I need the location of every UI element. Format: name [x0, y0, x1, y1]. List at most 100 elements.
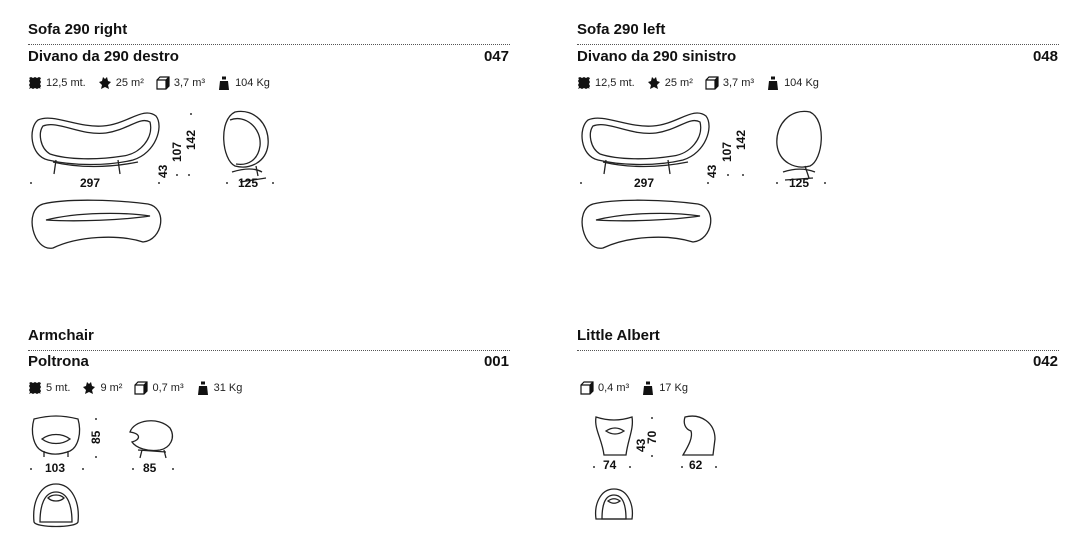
armchair-side-drawing [129, 420, 174, 459]
dimension-marker-dot [681, 466, 683, 468]
dimension-marker-dot [707, 182, 709, 184]
product-subtitle: Poltrona [28, 353, 89, 370]
sofa-side-drawing [223, 110, 269, 183]
fabric-value: 12,5 mt. [595, 77, 635, 89]
dimension-marker-dot [651, 417, 653, 419]
divider [28, 44, 510, 45]
dimension-marker-dot [95, 456, 97, 458]
dimension-marker-dot [30, 468, 32, 470]
volume-icon [156, 76, 170, 90]
dim-width: 103 [45, 461, 66, 475]
product-code: 001 [483, 353, 509, 370]
leather-icon [647, 76, 661, 90]
sofa-top-drawing [581, 199, 712, 249]
weight-value: 31 Kg [213, 382, 243, 394]
weight-icon [766, 76, 780, 90]
dimension-marker-dot [30, 182, 32, 184]
weight-icon [641, 381, 655, 395]
volume-value: 0,7 m³ [152, 382, 184, 394]
dimension-marker-dot [172, 468, 174, 470]
spec-row: 0,4 m³ 17 Kg [580, 381, 696, 395]
fabric-icon [577, 76, 591, 90]
dim-seat-height: 43 [156, 164, 170, 178]
volume-icon [705, 76, 719, 90]
spec-row: 12,5 mt. 25 m² 3,7 m³ 104 Kg [28, 76, 278, 90]
dimension-marker-dot [629, 466, 631, 468]
weight-value: 17 Kg [659, 382, 688, 394]
sofa-side-drawing [776, 110, 822, 181]
product-code: 042 [1032, 353, 1058, 370]
product-code: 047 [483, 48, 509, 65]
dim-width: 74 [603, 458, 617, 472]
leather-value: 25 m² [115, 77, 144, 89]
armchair-top-drawing [33, 483, 79, 528]
dim-height: 142 [184, 129, 198, 150]
divider [577, 44, 1059, 45]
dimension-marker-dot [580, 182, 582, 184]
dimension-marker-dot [132, 468, 134, 470]
product-subtitle: Divano da 290 sinistro [577, 48, 737, 65]
sofa-front-drawing [31, 112, 160, 175]
dimension-marker-dot [715, 466, 717, 468]
product-subtitle: Divano da 290 destro [28, 48, 179, 65]
divider [28, 350, 510, 351]
little-albert-side-drawing [681, 415, 716, 456]
weight-icon [196, 381, 210, 395]
sofa-front-drawing [581, 112, 710, 175]
dimension-marker-dot [226, 182, 228, 184]
dim-depth: 125 [789, 176, 810, 190]
dim-height: 85 [89, 430, 103, 444]
volume-value: 3,7 m³ [722, 77, 755, 89]
volume-icon [134, 381, 148, 395]
dim-height: 142 [734, 129, 748, 150]
dimension-marker-dot [742, 174, 744, 176]
fabric-icon [28, 76, 42, 90]
leather-icon [98, 76, 112, 90]
dim-width: 297 [634, 176, 655, 190]
dimension-marker-dot [593, 466, 595, 468]
dimension-marker-dot [824, 182, 826, 184]
product-title: Armchair [28, 327, 94, 344]
dimension-marker-dot [651, 455, 653, 457]
fabric-value: 5 mt. [46, 382, 71, 394]
dimension-marker-dot [776, 182, 778, 184]
product-title: Sofa 290 right [28, 21, 128, 38]
armchair-front-drawing [31, 415, 81, 457]
little-albert-front-drawing [595, 416, 634, 456]
product-title: Sofa 290 left [577, 21, 666, 38]
fabric-value: 12,5 mt. [46, 77, 86, 89]
dim-width: 297 [80, 176, 101, 190]
volume-icon [580, 381, 594, 395]
dimension-marker-dot [82, 468, 84, 470]
product-title: Little Albert [577, 327, 660, 344]
dim-depth: 85 [143, 461, 157, 475]
dimension-marker-dot [727, 174, 729, 176]
volume-value: 0,4 m³ [598, 382, 630, 394]
dim-height: 70 [645, 430, 659, 444]
spec-row: 5 mt. 9 m² 0,7 m³ 31 Kg [28, 381, 250, 395]
weight-value: 104 Kg [235, 77, 270, 89]
fabric-icon [28, 381, 42, 395]
dimension-marker-dot [190, 113, 192, 115]
product-code: 048 [1032, 48, 1058, 65]
divider [577, 350, 1059, 351]
dim-arm-height: 107 [720, 141, 734, 162]
dimension-marker-dot [95, 418, 97, 420]
dimension-marker-dot [158, 182, 160, 184]
spec-row: 12,5 mt. 25 m² 3,7 m³ 104 Kg [577, 76, 827, 90]
leather-value: 25 m² [664, 77, 693, 89]
little-albert-top-drawing [594, 488, 634, 520]
leather-value: 9 m² [100, 382, 123, 394]
dim-seat-height: 43 [705, 164, 719, 178]
dimension-marker-dot [272, 182, 274, 184]
sofa-top-drawing [31, 199, 162, 249]
dim-depth: 62 [689, 458, 703, 472]
weight-icon [217, 76, 231, 90]
leather-icon [82, 381, 96, 395]
dim-arm-height: 107 [170, 141, 184, 162]
dimension-marker-dot [188, 174, 190, 176]
volume-value: 3,7 m³ [173, 77, 206, 89]
dimension-marker-dot [176, 174, 178, 176]
weight-value: 104 Kg [784, 77, 819, 89]
dim-depth: 125 [238, 176, 259, 190]
